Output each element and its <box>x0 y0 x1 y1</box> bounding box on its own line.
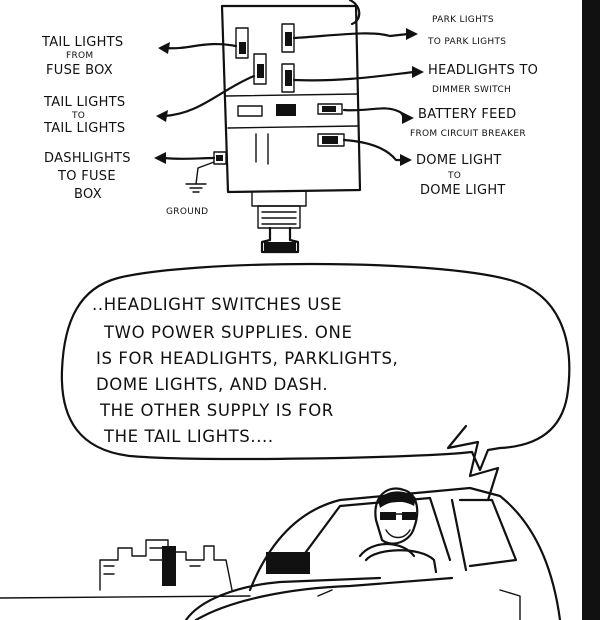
label-battery-1: BATTERY FEED <box>418 107 516 122</box>
label-tail-fuse-2: FROM <box>66 51 93 61</box>
bubble-line-5: THE OTHER SUPPLY IS FOR <box>99 401 334 420</box>
label-park-1: PARK LIGHTS <box>432 15 494 25</box>
label-dash-2: TO FUSE <box>57 169 116 184</box>
car <box>184 486 562 620</box>
label-tail-tail-3: TAIL LIGHTS <box>43 121 125 136</box>
terminal-headlights <box>281 63 295 93</box>
bubble-line-2: TWO POWER SUPPLIES. ONE <box>103 323 352 342</box>
left-labels: TAIL LIGHTS FROM FUSE BOX TAIL LIGHTS TO… <box>41 35 208 217</box>
label-battery-2: FROM CIRCUIT BREAKER <box>410 129 526 139</box>
label-tail-tail-2: TO <box>71 111 85 121</box>
label-ground: GROUND <box>166 207 208 217</box>
label-dome-2: TO <box>447 171 461 181</box>
label-park-2: TO PARK LIGHTS <box>427 37 506 47</box>
label-dash-3: BOX <box>74 187 102 202</box>
terminal-tail-fuse <box>235 27 249 59</box>
bubble-line-3: IS FOR HEADLIGHTS, PARKLIGHTS, <box>96 349 398 368</box>
label-dash-1: DASHLIGHTS <box>44 151 131 166</box>
page-right-border <box>582 0 600 620</box>
city-skyline <box>0 539 251 599</box>
label-dome-3: DOME LIGHT <box>420 183 506 198</box>
label-tail-fuse-3: FUSE BOX <box>46 63 113 78</box>
label-tail-fuse-1: TAIL LIGHTS <box>41 35 123 50</box>
terminal-battery <box>276 104 296 116</box>
terminal-tail-tail <box>253 53 267 85</box>
speech-bubble: ..HEADLIGHT SWITCHES USE TWO POWER SUPPL… <box>60 262 571 502</box>
label-tail-tail-1: TAIL LIGHTS <box>43 95 125 110</box>
driver <box>358 487 438 574</box>
right-labels: PARK LIGHTS TO PARK LIGHTS HEADLIGHTS TO… <box>410 15 538 198</box>
wires <box>154 28 424 193</box>
label-head-2: DIMMER SWITCH <box>432 85 511 95</box>
bubble-line-6: THE TAIL LIGHTS.... <box>103 427 274 446</box>
headlight-switch <box>213 0 362 254</box>
label-dome-1: DOME LIGHT <box>416 153 502 168</box>
bubble-line-4: DOME LIGHTS, AND DASH. <box>96 375 328 394</box>
bubble-line-1: ..HEADLIGHT SWITCHES USE <box>92 295 342 314</box>
label-head-1: HEADLIGHTS TO <box>428 63 538 78</box>
